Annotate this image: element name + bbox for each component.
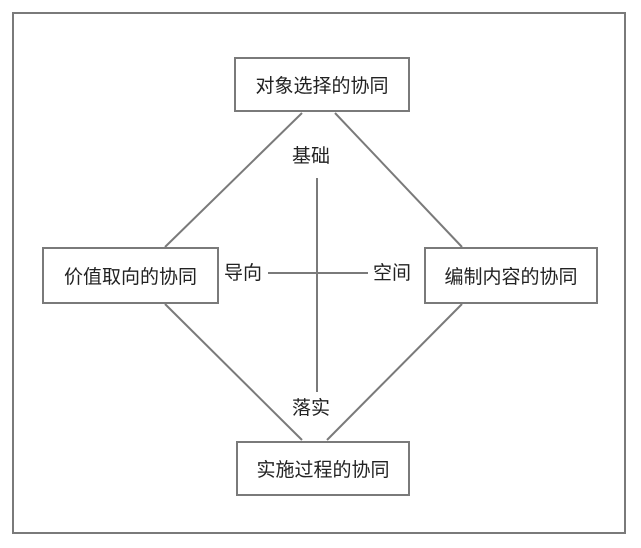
edge-top-right — [334, 112, 463, 248]
edge-left-bottom — [164, 303, 303, 441]
label-implementation: 落实 — [290, 397, 333, 419]
node-value-orientation: 价值取向的协同 — [42, 247, 219, 304]
node-object-selection: 对象选择的协同 — [234, 57, 410, 112]
label-space: 空间 — [371, 262, 414, 284]
label-foundation: 基础 — [290, 145, 333, 167]
edge-right-bottom — [326, 303, 463, 441]
label-guidance: 导向 — [222, 262, 265, 284]
node-implementation-process-label: 实施过程的协同 — [256, 459, 390, 481]
node-value-orientation-label: 价值取向的协同 — [63, 266, 197, 288]
node-object-selection-label: 对象选择的协同 — [255, 75, 389, 97]
node-content-compilation: 编制内容的协同 — [424, 247, 598, 304]
edge-top-left — [164, 112, 303, 248]
node-implementation-process: 实施过程的协同 — [236, 441, 410, 496]
node-content-compilation-label: 编制内容的协同 — [444, 266, 578, 288]
diagram-frame — [12, 12, 626, 534]
